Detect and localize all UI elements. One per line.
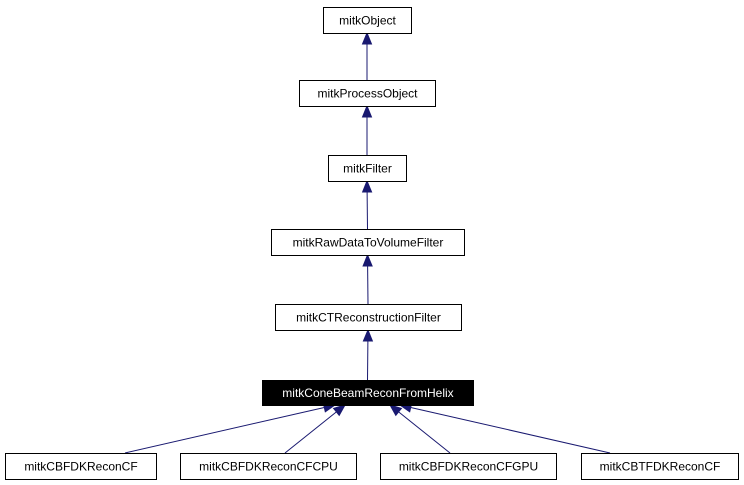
edge-arrowhead xyxy=(361,31,373,45)
class-node-mitkprocessobject[interactable]: mitkProcessObject xyxy=(299,80,436,107)
class-label: mitkFilter xyxy=(343,162,392,176)
class-box[interactable] xyxy=(262,380,474,406)
edge-line xyxy=(284,411,337,454)
class-box[interactable] xyxy=(5,453,157,480)
edge-line xyxy=(410,406,611,454)
class-box[interactable] xyxy=(180,453,357,480)
edge-arrowhead xyxy=(388,404,403,417)
class-node-mitkcbfdkreconcfgpu[interactable]: mitkCBFDKReconCFGPU xyxy=(380,453,557,480)
class-label: mitkCBFDKReconCF xyxy=(24,460,137,474)
class-node-mitkcbfdkreconcf[interactable]: mitkCBFDKReconCF xyxy=(5,453,157,480)
edge-arrowhead xyxy=(362,328,374,342)
class-label: mitkCBTFDKReconCF xyxy=(600,460,721,474)
inheritance-edge xyxy=(361,31,373,80)
class-label: mitkConeBeamReconFromHelix xyxy=(282,386,453,400)
class-node-mitkcbfdkreconcfcpu[interactable]: mitkCBFDKReconCFCPU xyxy=(180,453,357,480)
class-label: mitkObject xyxy=(339,14,396,28)
inheritance-edge xyxy=(124,402,337,454)
class-box[interactable] xyxy=(275,304,462,331)
edge-line xyxy=(124,406,325,454)
inheritance-edge xyxy=(388,404,451,454)
edges-layer xyxy=(124,31,611,454)
class-box[interactable] xyxy=(271,229,465,256)
inheritance-edge xyxy=(361,179,373,230)
class-node-mitkfilter[interactable]: mitkFilter xyxy=(328,155,407,182)
class-label: mitkCBFDKReconCFCPU xyxy=(199,460,338,474)
class-node-mitkcbtfdkreconcf[interactable]: mitkCBTFDKReconCF xyxy=(581,453,739,480)
inheritance-edge xyxy=(398,402,611,454)
inheritance-edge xyxy=(361,104,373,155)
edge-arrowhead xyxy=(332,404,347,417)
inheritance-edge xyxy=(362,253,373,305)
edge-arrowhead xyxy=(361,104,373,118)
class-node-mitkrawdatatovolumefilter[interactable]: mitkRawDataToVolumeFilter xyxy=(271,229,465,256)
edge-line xyxy=(398,411,451,454)
inheritance-edge xyxy=(284,404,347,454)
class-box[interactable] xyxy=(299,80,436,107)
class-label: mitkCTReconstructionFilter xyxy=(296,311,441,325)
class-label: mitkRawDataToVolumeFilter xyxy=(293,236,444,250)
class-label: mitkProcessObject xyxy=(317,87,418,101)
class-box[interactable] xyxy=(380,453,557,480)
class-node-mitkctreconstructionfilter[interactable]: mitkCTReconstructionFilter xyxy=(275,304,462,331)
class-label: mitkCBFDKReconCFGPU xyxy=(399,460,538,474)
edge-arrowhead xyxy=(362,253,373,267)
class-box[interactable] xyxy=(323,7,412,34)
class-node-mitkobject[interactable]: mitkObject xyxy=(323,7,412,34)
inheritance-edge xyxy=(362,328,374,381)
class-box[interactable] xyxy=(581,453,739,480)
class-box[interactable] xyxy=(328,155,407,182)
class-node-mitkconebeamreconfromhelix[interactable]: mitkConeBeamReconFromHelix xyxy=(262,380,474,406)
nodes-layer: mitkObject mitkProcessObject mitkFilter mit… xyxy=(5,7,739,480)
edge-arrowhead xyxy=(361,179,373,193)
